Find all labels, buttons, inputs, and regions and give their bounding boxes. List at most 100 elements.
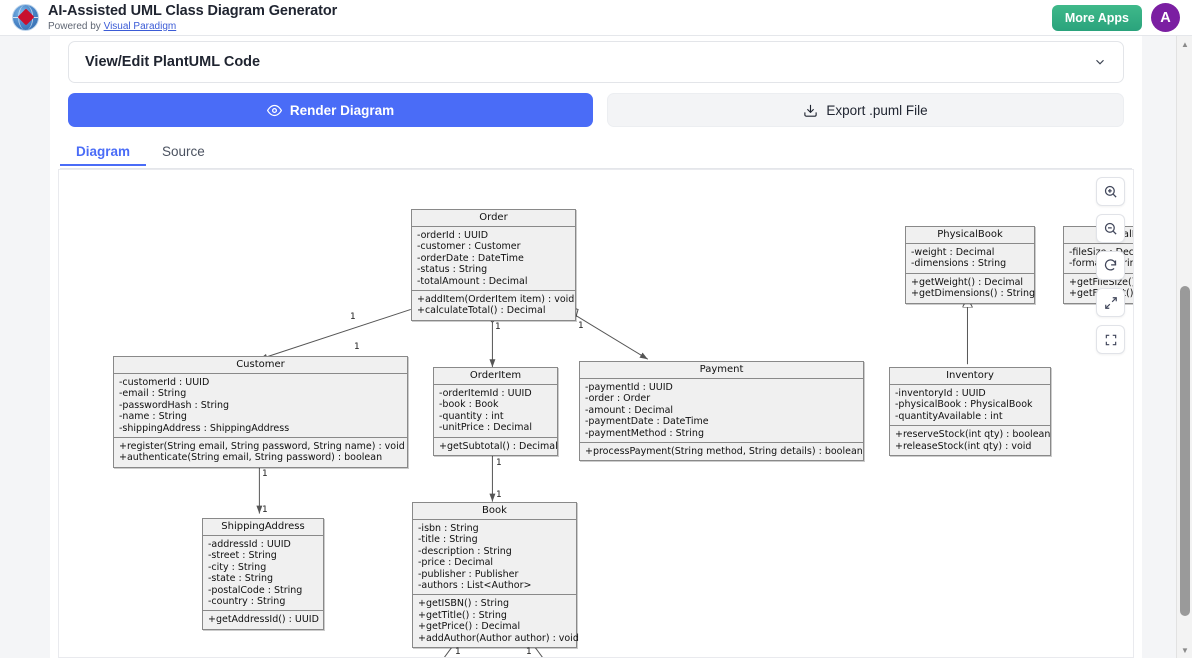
eye-icon: [266, 104, 282, 116]
uml-attribute: -shippingAddress : ShippingAddress: [119, 422, 290, 434]
logo-diamond-icon: [17, 8, 34, 26]
uml-attribute: -orderItemId : UUID: [439, 388, 532, 399]
uml-attributes: -paymentId : UUID -order : Order -amount…: [580, 379, 863, 443]
render-diagram-button[interactable]: Render Diagram: [68, 93, 593, 127]
uml-class-title: Order: [412, 210, 575, 227]
uml-class-customer[interactable]: Customer -customerId : UUID -email : Str…: [113, 356, 408, 468]
uml-class-shippingaddress[interactable]: ShippingAddress -addressId : UUID -stree…: [202, 518, 324, 630]
uml-attributes: -inventoryId : UUID -physicalBook : Phys…: [890, 385, 1050, 426]
uml-class-title: Inventory: [890, 368, 1050, 385]
canvas-controls: [1096, 177, 1125, 354]
page-title: AI-Assisted UML Class Diagram Generator: [48, 3, 338, 20]
uml-method: +getSubtotal() : Decimal: [439, 440, 558, 452]
powered-by-prefix: Powered by: [48, 20, 104, 32]
brand: AI-Assisted UML Class Diagram Generator …: [12, 3, 338, 32]
uml-attribute: -passwordHash : String: [119, 399, 230, 411]
uml-attribute: -paymentMethod : String: [585, 427, 704, 439]
left-rail: [0, 36, 50, 658]
scrollbar-thumb[interactable]: [1180, 286, 1190, 616]
multiplicity-label: 1: [350, 312, 356, 322]
export-puml-button[interactable]: Export .puml File: [607, 93, 1124, 127]
visual-paradigm-globe-icon: [12, 3, 39, 31]
uml-attribute: -name : String: [119, 411, 187, 423]
uml-class-title: Customer: [114, 357, 407, 374]
uml-attribute: -isbn : String: [418, 523, 479, 534]
multiplicity-label: 1: [578, 321, 584, 331]
uml-attribute: -paymentDate : DateTime: [585, 416, 709, 428]
uml-attribute: -state : String: [208, 573, 274, 585]
uml-attribute: -country : String: [208, 596, 286, 608]
uml-attribute: -weight : Decimal: [911, 247, 995, 258]
uml-attribute: -customerId : UUID: [119, 377, 210, 388]
uml-attribute: -quantityAvailable : int: [895, 410, 1003, 422]
uml-methods: +register(String email, String password,…: [114, 437, 407, 467]
uml-attribute: -physicalBook : PhysicalBook: [895, 399, 1033, 411]
uml-class-inventory[interactable]: Inventory -inventoryId : UUID -physicalB…: [889, 367, 1051, 457]
multiplicity-label: 1: [262, 469, 268, 479]
fullscreen-icon[interactable]: [1096, 325, 1125, 354]
uml-attributes: -customerId : UUID -email : String -pass…: [114, 374, 407, 438]
page-body: View/Edit PlantUML Code Render Diagram E…: [0, 36, 1192, 658]
uml-attribute: -totalAmount : Decimal: [417, 275, 528, 287]
uml-attribute: -unitPrice : Decimal: [439, 422, 532, 434]
uml-methods: +getISBN() : String +getTitle() : String…: [413, 594, 579, 648]
zoom-in-icon[interactable]: [1096, 177, 1125, 206]
view-tabs: Diagram Source: [60, 140, 1132, 169]
uml-method: +getISBN() : String: [418, 598, 510, 610]
avatar[interactable]: A: [1151, 3, 1180, 32]
uml-class-title: ShippingAddress: [203, 519, 323, 536]
uml-attribute: -order : Order: [585, 393, 651, 405]
uml-method: +getAddressId() : UUID: [208, 614, 319, 626]
uml-attribute: -authors : List<Author>: [418, 580, 532, 592]
tab-source[interactable]: Source: [146, 140, 221, 166]
uml-method: +calculateTotal() : Decimal: [417, 305, 546, 317]
uml-attribute: -orderDate : DateTime: [417, 252, 524, 264]
uml-methods: +processPayment(String method, String de…: [580, 442, 863, 461]
uml-method: +getDimensions() : String: [911, 288, 1036, 300]
uml-class-physicalbook[interactable]: PhysicalBook -weight : Decimal -dimensio…: [905, 226, 1035, 304]
tab-diagram[interactable]: Diagram: [60, 140, 146, 166]
uml-method: +processPayment(String method, String de…: [585, 446, 863, 458]
uml-attribute: -dimensions : String: [911, 258, 1007, 270]
multiplicity-label: 1: [262, 505, 268, 515]
uml-method: +getFileSize() : Decimal: [1069, 276, 1134, 288]
uml-methods: +getWeight() : Decimal +getDimensions() …: [906, 272, 1036, 303]
multiplicity-label: 1: [496, 490, 502, 500]
scroll-up-arrow-icon[interactable]: ▲: [1181, 39, 1189, 49]
multiplicity-label: 1: [526, 647, 532, 657]
uml-methods: +reserveStock(int qty) : boolean +releas…: [890, 425, 1050, 456]
uml-attribute: -status : String: [417, 264, 488, 276]
uml-method: +getPrice() : Decimal: [418, 621, 521, 633]
uml-attribute: -addressId : UUID: [208, 539, 291, 550]
uml-attribute: -city : String: [208, 561, 267, 573]
chevron-down-icon[interactable]: [1093, 55, 1107, 69]
uml-class-orderitem[interactable]: OrderItem -orderItemId : UUID -book : Bo…: [433, 367, 558, 457]
visual-paradigm-link[interactable]: Visual Paradigm: [103, 20, 177, 32]
diagram-canvas[interactable]: 1 1 1 1 1 1 1 1 1 1 Order -orderId : UUI…: [58, 169, 1134, 658]
fit-screen-icon[interactable]: [1096, 288, 1125, 317]
uml-class-order[interactable]: Order -orderId : UUID -customer : Custom…: [411, 209, 576, 321]
multiplicity-label: 1: [455, 647, 461, 657]
uml-class-book[interactable]: Book -isbn : String -title : String -des…: [412, 502, 579, 649]
more-apps-button[interactable]: More Apps: [1051, 4, 1142, 31]
zoom-out-icon[interactable]: [1096, 214, 1125, 243]
multiplicity-label: 1: [354, 342, 360, 352]
export-puml-label: Export .puml File: [826, 102, 928, 118]
uml-method: +getTitle() : String: [418, 609, 507, 621]
download-icon: [804, 104, 818, 117]
uml-methods: +getSubtotal() : Decimal: [434, 436, 558, 456]
uml-class-payment[interactable]: Payment -paymentId : UUID -order : Order…: [579, 361, 864, 462]
plantuml-code-accordion[interactable]: View/Edit PlantUML Code: [68, 41, 1124, 83]
uml-method: +register(String email, String password,…: [119, 441, 405, 453]
uml-class-title: Payment: [580, 362, 863, 379]
scroll-down-arrow-icon[interactable]: ▼: [1181, 645, 1189, 655]
reset-zoom-icon[interactable]: [1096, 251, 1125, 280]
uml-attributes: -orderId : UUID -customer : Customer -or…: [412, 227, 575, 291]
uml-attribute: -orderId : UUID: [417, 230, 489, 241]
vertical-scrollbar[interactable]: ▲ ▼: [1176, 36, 1192, 658]
powered-by: Powered by Visual Paradigm: [48, 21, 337, 32]
uml-attribute: -street : String: [208, 550, 277, 562]
uml-attributes: -addressId : UUID -street : String -city…: [203, 536, 323, 611]
app-header: AI-Assisted UML Class Diagram Generator …: [0, 0, 1192, 36]
uml-class-title: PhysicalBook: [906, 227, 1034, 244]
